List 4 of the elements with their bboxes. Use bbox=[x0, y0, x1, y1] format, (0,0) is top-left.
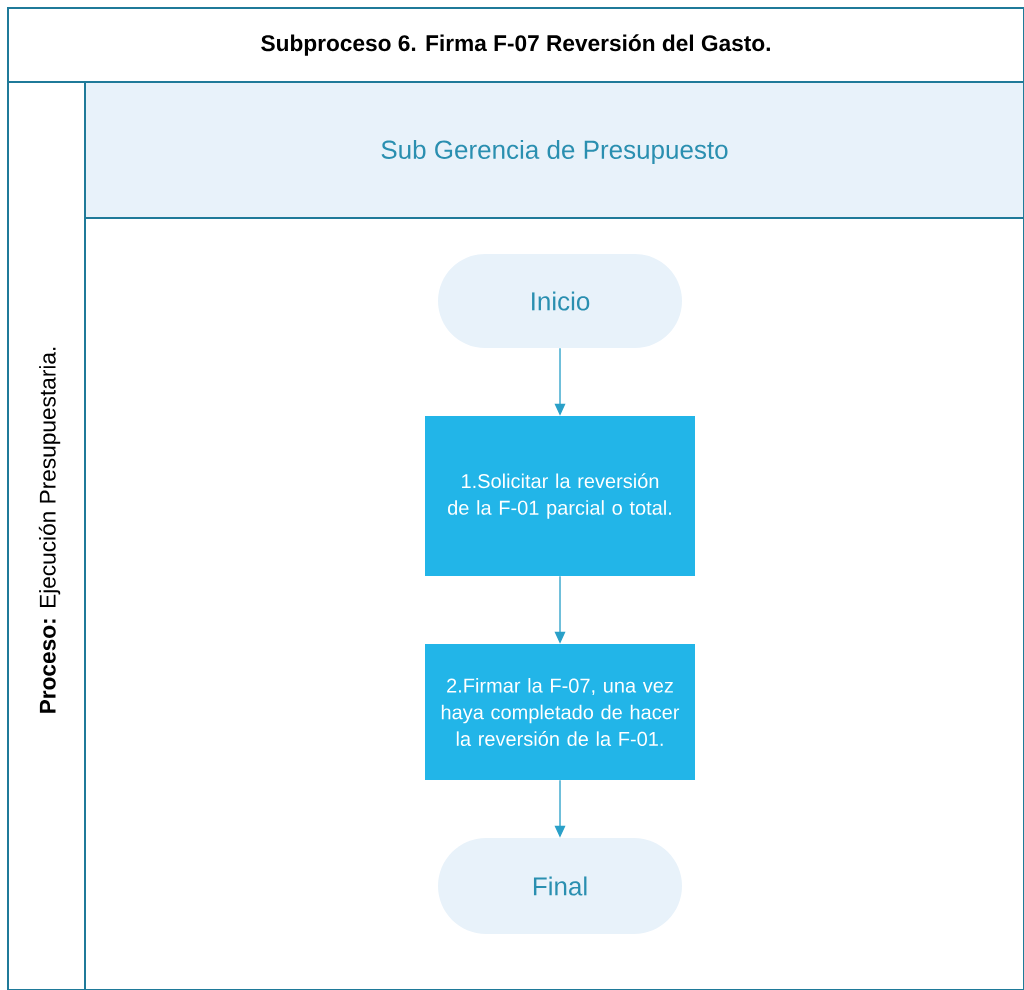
process-box: 2.Firmar la F-07, una vez haya completado de hacer la reversión de la F-01. bbox=[425, 644, 695, 780]
pool-band: Proceso: Ejecución Presupuestaria. bbox=[7, 81, 86, 990]
process-box: 1.Solicitar la reversión de la F-01 parcial o total. bbox=[425, 416, 695, 576]
title-band: Subproceso 6. Firma F-07 Reversión del Gasto. bbox=[7, 7, 1024, 83]
